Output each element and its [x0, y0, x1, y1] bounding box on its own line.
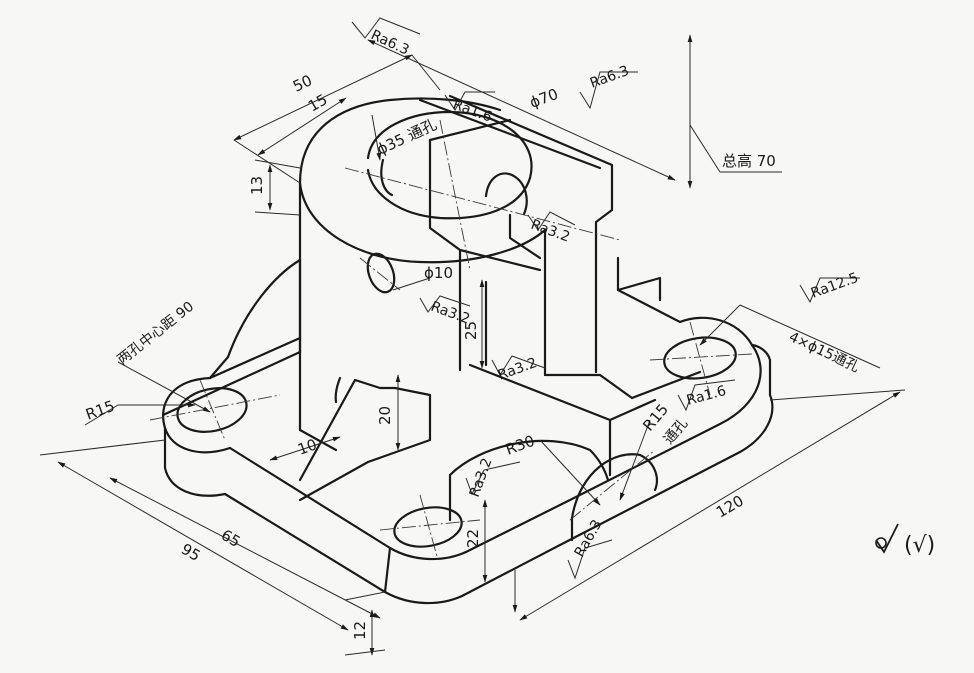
front-rib — [298, 378, 397, 482]
front-step — [366, 386, 432, 464]
dim-holes-4x15: 4×ϕ15通孔 — [786, 329, 861, 375]
dim-r15-left: R15 — [83, 397, 117, 424]
dim-13: 13 — [248, 176, 266, 195]
base-plate-right-bottom-edge — [460, 393, 774, 598]
right-rib — [616, 256, 662, 302]
front-support — [468, 363, 612, 477]
center-slot-inner — [458, 248, 542, 272]
ra125: Ra12.5 — [809, 270, 861, 302]
base-plate-front-bottom-edge — [223, 492, 464, 605]
ra63-bottom: Ra6.3 — [572, 517, 606, 560]
center-slot-left — [428, 138, 462, 372]
dim-through-hole: 通孔 — [661, 416, 691, 448]
base-plate-right-end — [616, 288, 754, 347]
center-slot-right — [508, 213, 542, 260]
ra32-rib: Ra3.2 — [467, 456, 496, 499]
boss-front-curve — [298, 181, 547, 264]
base-plate-front-top-edge — [228, 446, 468, 561]
dim-12: 12 — [351, 621, 369, 640]
top-block-front-edge — [543, 373, 634, 400]
ra16-top: Ra1.6 — [451, 97, 494, 126]
dim-120: 120 — [713, 492, 747, 522]
dim-22: 22 — [464, 529, 482, 548]
roughness-symbol-icon — [875, 523, 899, 554]
base-plate-back-edge-left — [208, 336, 302, 380]
ra63-right: Ra6.3 — [588, 63, 631, 92]
dim-hole10: ϕ10 — [424, 264, 453, 282]
ra16-right: Ra1.6 — [685, 383, 728, 409]
roughness-symbols — [351, 17, 860, 580]
base-plate-front-corner — [383, 546, 392, 594]
ra32-front: Ra3.2 — [496, 355, 539, 384]
dim-50: 50 — [290, 71, 315, 95]
dim-65: 65 — [218, 526, 244, 551]
dimension-labels: 50 15 13 ϕ35 通孔 ϕ70 总高 70 ϕ10 25 20 10 R… — [83, 71, 861, 640]
dim-15: 15 — [305, 90, 331, 115]
ra32-side: Ra3.2 — [429, 299, 472, 328]
bore-hole — [366, 110, 533, 220]
roughness-labels: Ra6.3 Ra6.3 Ra1.6 Ra3.2 Ra3.2 Ra3.2 Ra3.… — [368, 27, 860, 560]
front-bolt-hole — [393, 506, 463, 548]
top-block-right-face — [594, 208, 614, 374]
left-web — [226, 258, 302, 359]
ra63-top: Ra6.3 — [368, 27, 411, 59]
left-web-lower — [208, 355, 230, 380]
side-hole-10 — [366, 252, 396, 294]
dim-total-height: 总高 70 — [722, 152, 776, 170]
dim-r30: R30 — [503, 432, 537, 459]
dim-70: ϕ70 — [527, 85, 560, 112]
rest-surface-legend: (√) — [875, 523, 935, 558]
dim-hole-spacing: 两孔中心距 90 — [115, 299, 198, 368]
right-bolt-hole — [663, 336, 737, 380]
base-plate-right-side — [750, 343, 772, 397]
dim-25: 25 — [462, 321, 480, 340]
base-plate-left-side — [163, 426, 227, 497]
ra32-slot: Ra3.2 — [529, 217, 572, 246]
rest-surface-text: (√) — [904, 533, 935, 558]
part-outline — [161, 94, 774, 605]
dimension-lines — [39, 34, 906, 656]
dim-10: 10 — [295, 435, 319, 458]
front-rib-base — [298, 460, 370, 502]
left-bolt-hole — [176, 387, 248, 433]
dim-20: 20 — [376, 406, 394, 425]
front-rib-edge — [334, 376, 342, 404]
